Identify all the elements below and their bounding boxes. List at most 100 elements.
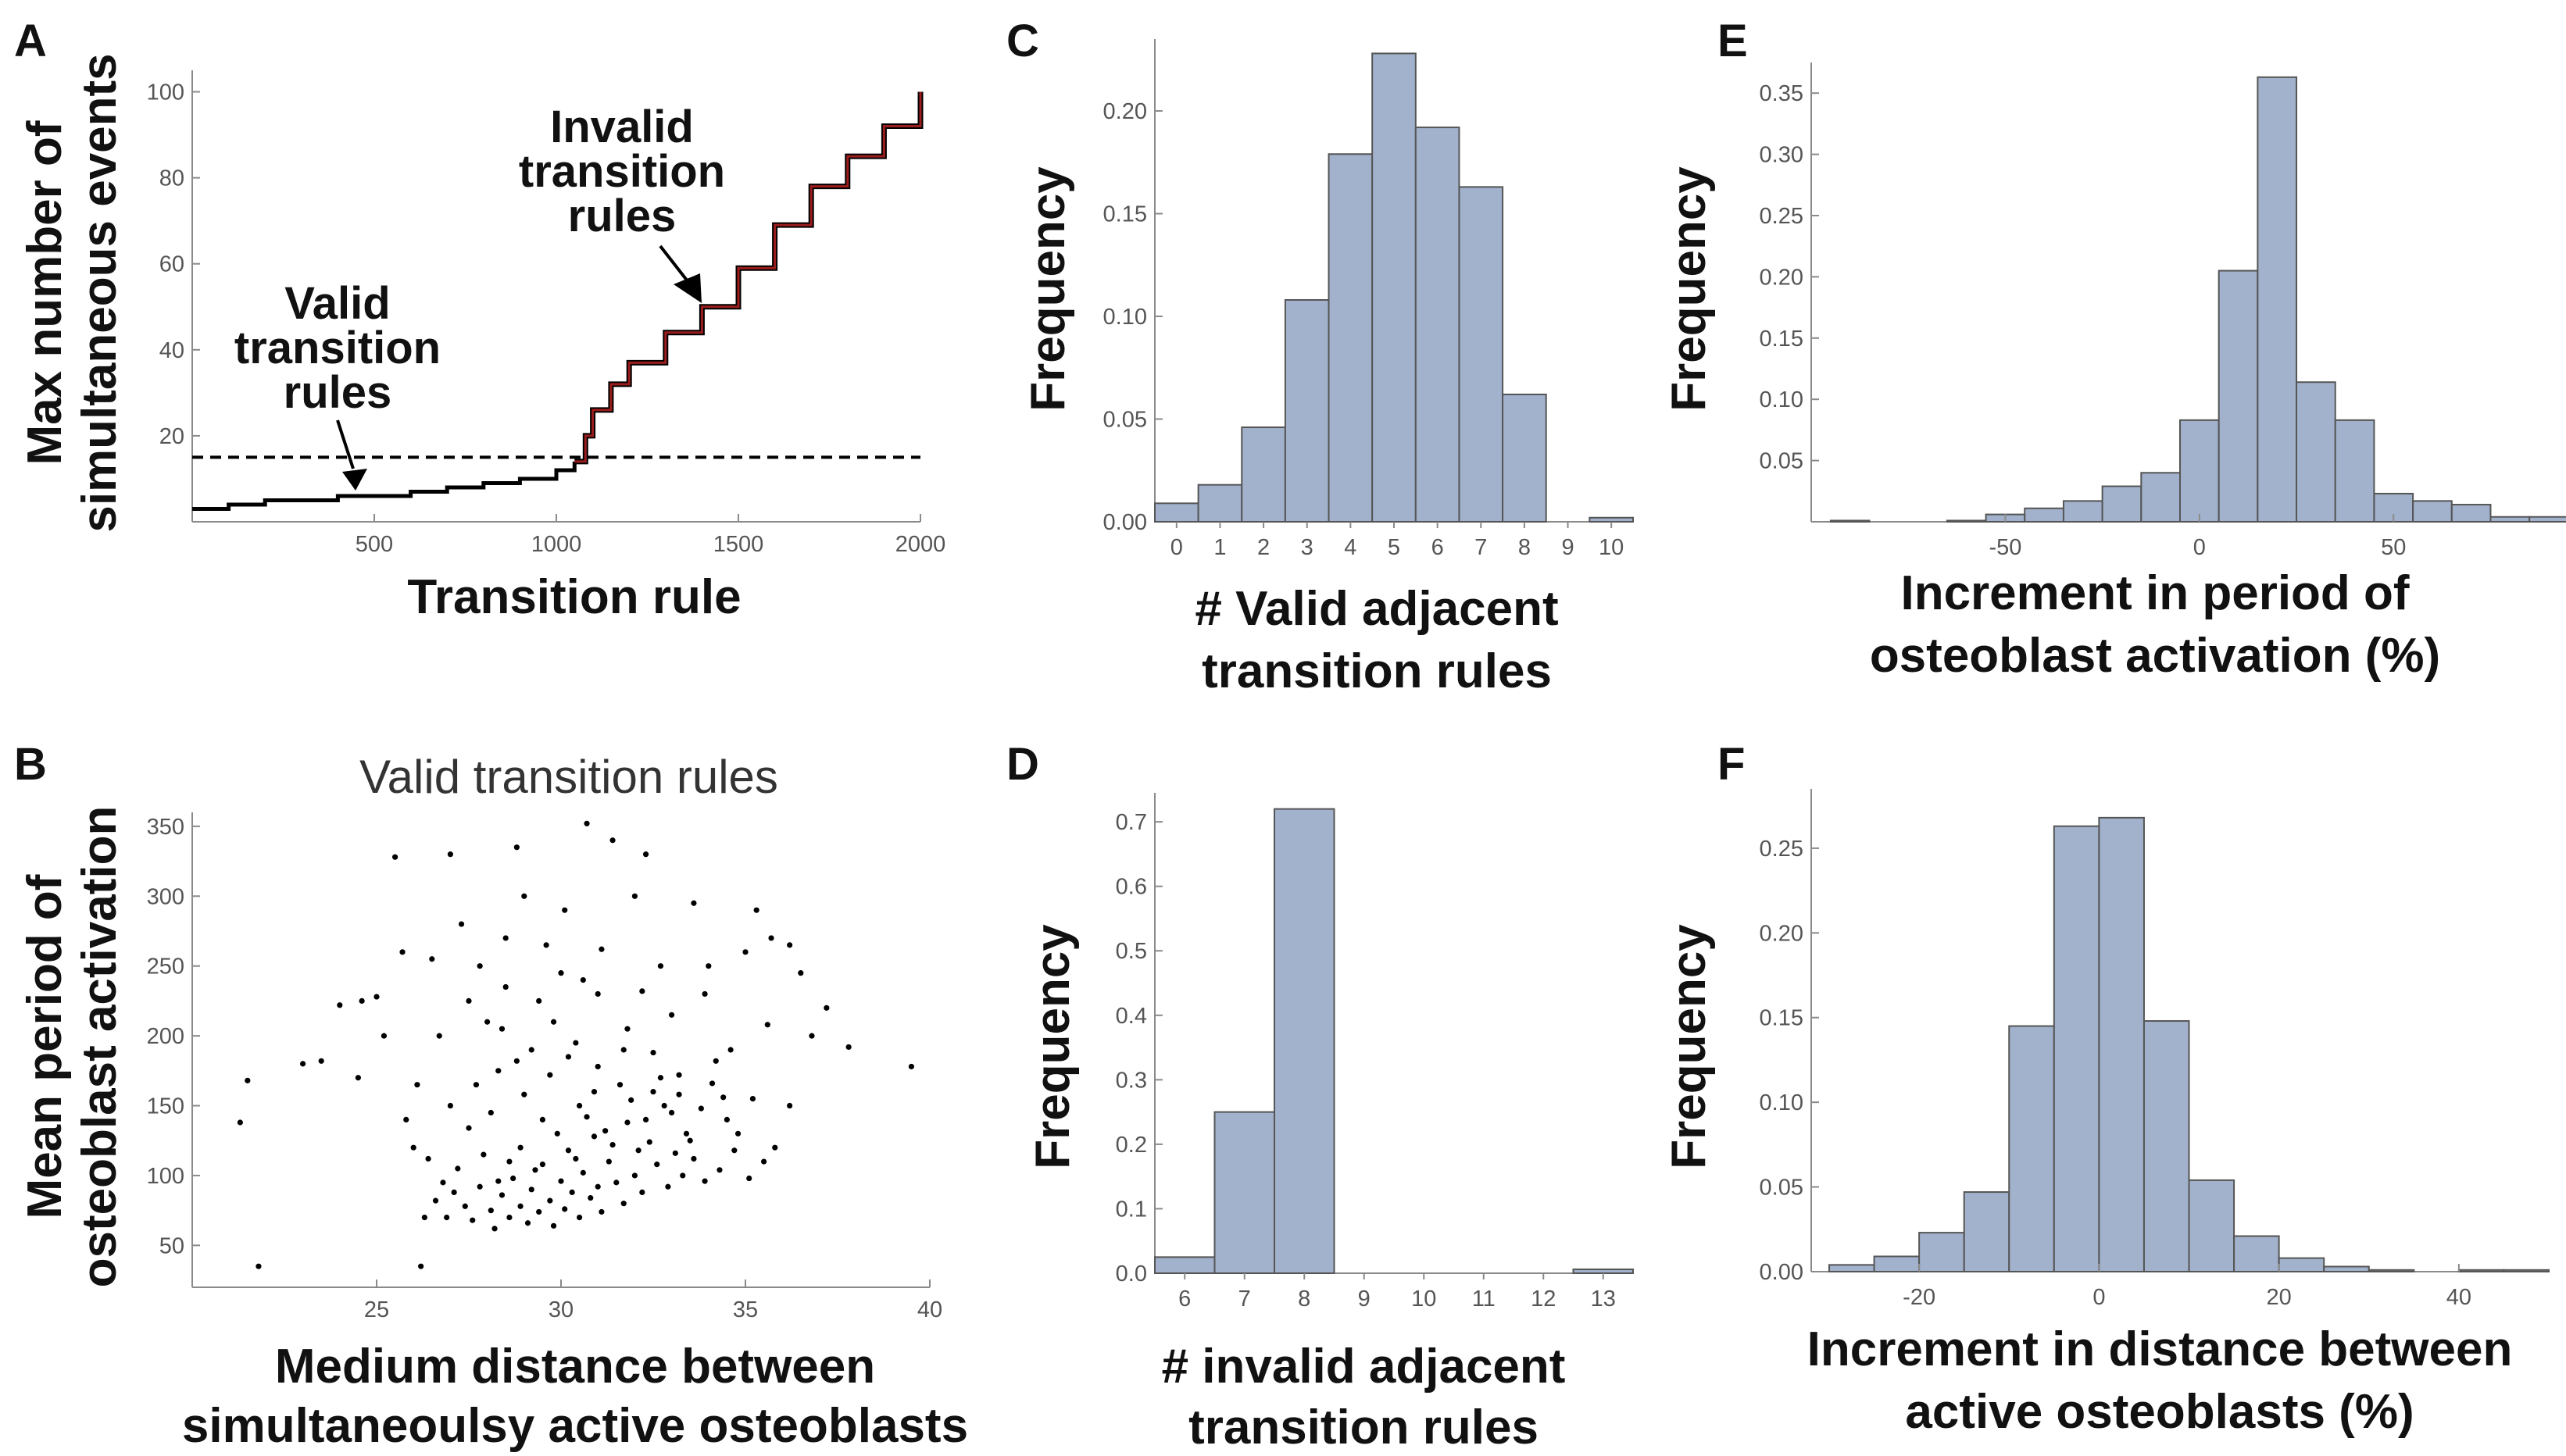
panel-letter-e: E — [1717, 16, 1748, 66]
histogram-bar — [1154, 1256, 1216, 1275]
panel-d-xlabel-line2: transition rules — [1188, 1401, 1539, 1454]
x-tick-label: 50 — [2381, 535, 2406, 560]
scatter-point — [761, 1158, 767, 1165]
scatter-point — [565, 1054, 572, 1060]
scatter-point — [624, 1119, 631, 1126]
histogram-bar — [2143, 1020, 2190, 1273]
scatter-point — [513, 844, 520, 851]
panel-c-xlabel-line1: # Valid adjacent — [1195, 582, 1558, 636]
histogram-bar — [1963, 1191, 2010, 1273]
panel-b-title: Valid transition rules — [359, 751, 778, 803]
scatter-point — [809, 1033, 815, 1039]
scatter-point — [665, 1183, 671, 1190]
histogram-bar — [2008, 1025, 2055, 1273]
scatter-point — [488, 1109, 494, 1116]
y-tick-label: 60 — [159, 252, 184, 277]
histogram-bar — [2528, 516, 2566, 523]
scatter-point — [595, 1183, 601, 1190]
y-tick-label: 0.3 — [1116, 1068, 1147, 1093]
scatter-point — [713, 1058, 719, 1064]
scatter-point — [727, 1047, 734, 1053]
scatter-point — [318, 1058, 324, 1064]
scatter-point — [451, 1189, 457, 1195]
histogram-bar — [1328, 153, 1374, 523]
scatter-point — [502, 983, 509, 990]
histogram-bar — [2140, 472, 2181, 523]
x-tick-label: 20 — [2267, 1285, 2292, 1310]
annotation-invalid-line1: Invalid — [550, 102, 694, 152]
scatter-point — [547, 1072, 553, 1078]
scatter-point — [845, 1044, 852, 1051]
panel-e-xlabel-line2: osteoblast activation (%) — [1870, 629, 2440, 683]
scatter-point — [584, 820, 590, 826]
scatter-point — [661, 1102, 667, 1109]
panel-letter-a: A — [14, 16, 47, 66]
histogram-bar — [2334, 419, 2375, 523]
y-tick-label: 0.15 — [1760, 327, 1803, 352]
arrow-invalid-head — [674, 273, 702, 303]
histogram-bar — [2062, 500, 2103, 523]
y-tick-label: 0.20 — [1760, 265, 1803, 290]
scatter-point — [539, 1116, 546, 1123]
scatter-point — [599, 1208, 605, 1215]
y-tick-label: 0.30 — [1760, 143, 1803, 168]
annotation-invalid-line3: rules — [568, 191, 677, 241]
panel-a-ylabel-line2: simultaneous events — [73, 53, 127, 532]
scatter-point — [650, 1049, 656, 1056]
scatter-point — [772, 1144, 778, 1151]
histogram-bar — [1502, 393, 1547, 523]
scatter-point — [524, 1220, 531, 1226]
scatter-point — [624, 1026, 631, 1032]
scatter-point — [749, 1095, 756, 1102]
y-tick-label: 0.20 — [1103, 99, 1147, 124]
x-tick-label: 8 — [1298, 1286, 1310, 1311]
x-tick-label: 40 — [2446, 1285, 2471, 1310]
panel-b-scatter: Valid transition rules Medium distance b… — [18, 751, 968, 1453]
scatter-point — [620, 1047, 627, 1053]
panel-e-xlabel-line1: Increment in period of — [1900, 566, 2409, 620]
histogram-bar — [2450, 504, 2492, 523]
scatter-point — [418, 1263, 424, 1269]
scatter-point — [547, 1197, 553, 1204]
y-tick-label: 0.7 — [1116, 810, 1147, 835]
panel-c-ylabel: Frequency — [1021, 166, 1075, 412]
x-tick-label: 9 — [1561, 535, 1574, 560]
scatter-point — [554, 1130, 560, 1137]
x-tick-label: 25 — [364, 1297, 389, 1322]
scatter-point — [539, 1162, 546, 1168]
x-tick-label: 0 — [2092, 1285, 2105, 1310]
y-tick-label: 80 — [159, 166, 184, 191]
x-tick-label: 10 — [1599, 535, 1624, 560]
panel-f-ylabel: Frequency — [1662, 924, 1716, 1169]
scatter-point — [355, 1075, 361, 1081]
scatter-point — [300, 1061, 306, 1067]
scatter-point — [731, 1147, 738, 1154]
scatter-point — [798, 970, 804, 976]
histogram-bar — [2233, 1235, 2280, 1272]
scatter-point — [256, 1263, 262, 1269]
y-tick-label: 0.25 — [1760, 837, 1803, 862]
scatter-point — [447, 851, 454, 858]
scatter-point — [506, 1214, 513, 1221]
scatter-point — [724, 1116, 731, 1123]
scatter-point — [488, 1208, 494, 1214]
y-tick-label: 0.05 — [1760, 449, 1803, 474]
scatter-point — [373, 994, 380, 1000]
panel-letter-d: D — [1006, 739, 1039, 790]
histogram-bar — [1458, 186, 1504, 523]
scatter-point — [753, 907, 759, 913]
annotation-invalid-line2: transition — [519, 146, 725, 197]
arrow-valid-shaft — [336, 419, 355, 469]
scatter-point — [628, 1097, 634, 1103]
scatter-point — [768, 935, 774, 941]
scatter-point — [528, 1047, 534, 1053]
scatter-point — [691, 900, 697, 906]
valid-series-line — [192, 461, 577, 511]
y-tick-label: 0.4 — [1116, 1004, 1147, 1029]
scatter-point — [532, 1167, 538, 1173]
scatter-point — [444, 1214, 450, 1221]
histogram-bar — [2218, 269, 2259, 523]
y-tick-label: 150 — [147, 1094, 184, 1119]
scatter-point — [650, 1089, 656, 1095]
y-tick-label: 0.15 — [1103, 202, 1147, 227]
